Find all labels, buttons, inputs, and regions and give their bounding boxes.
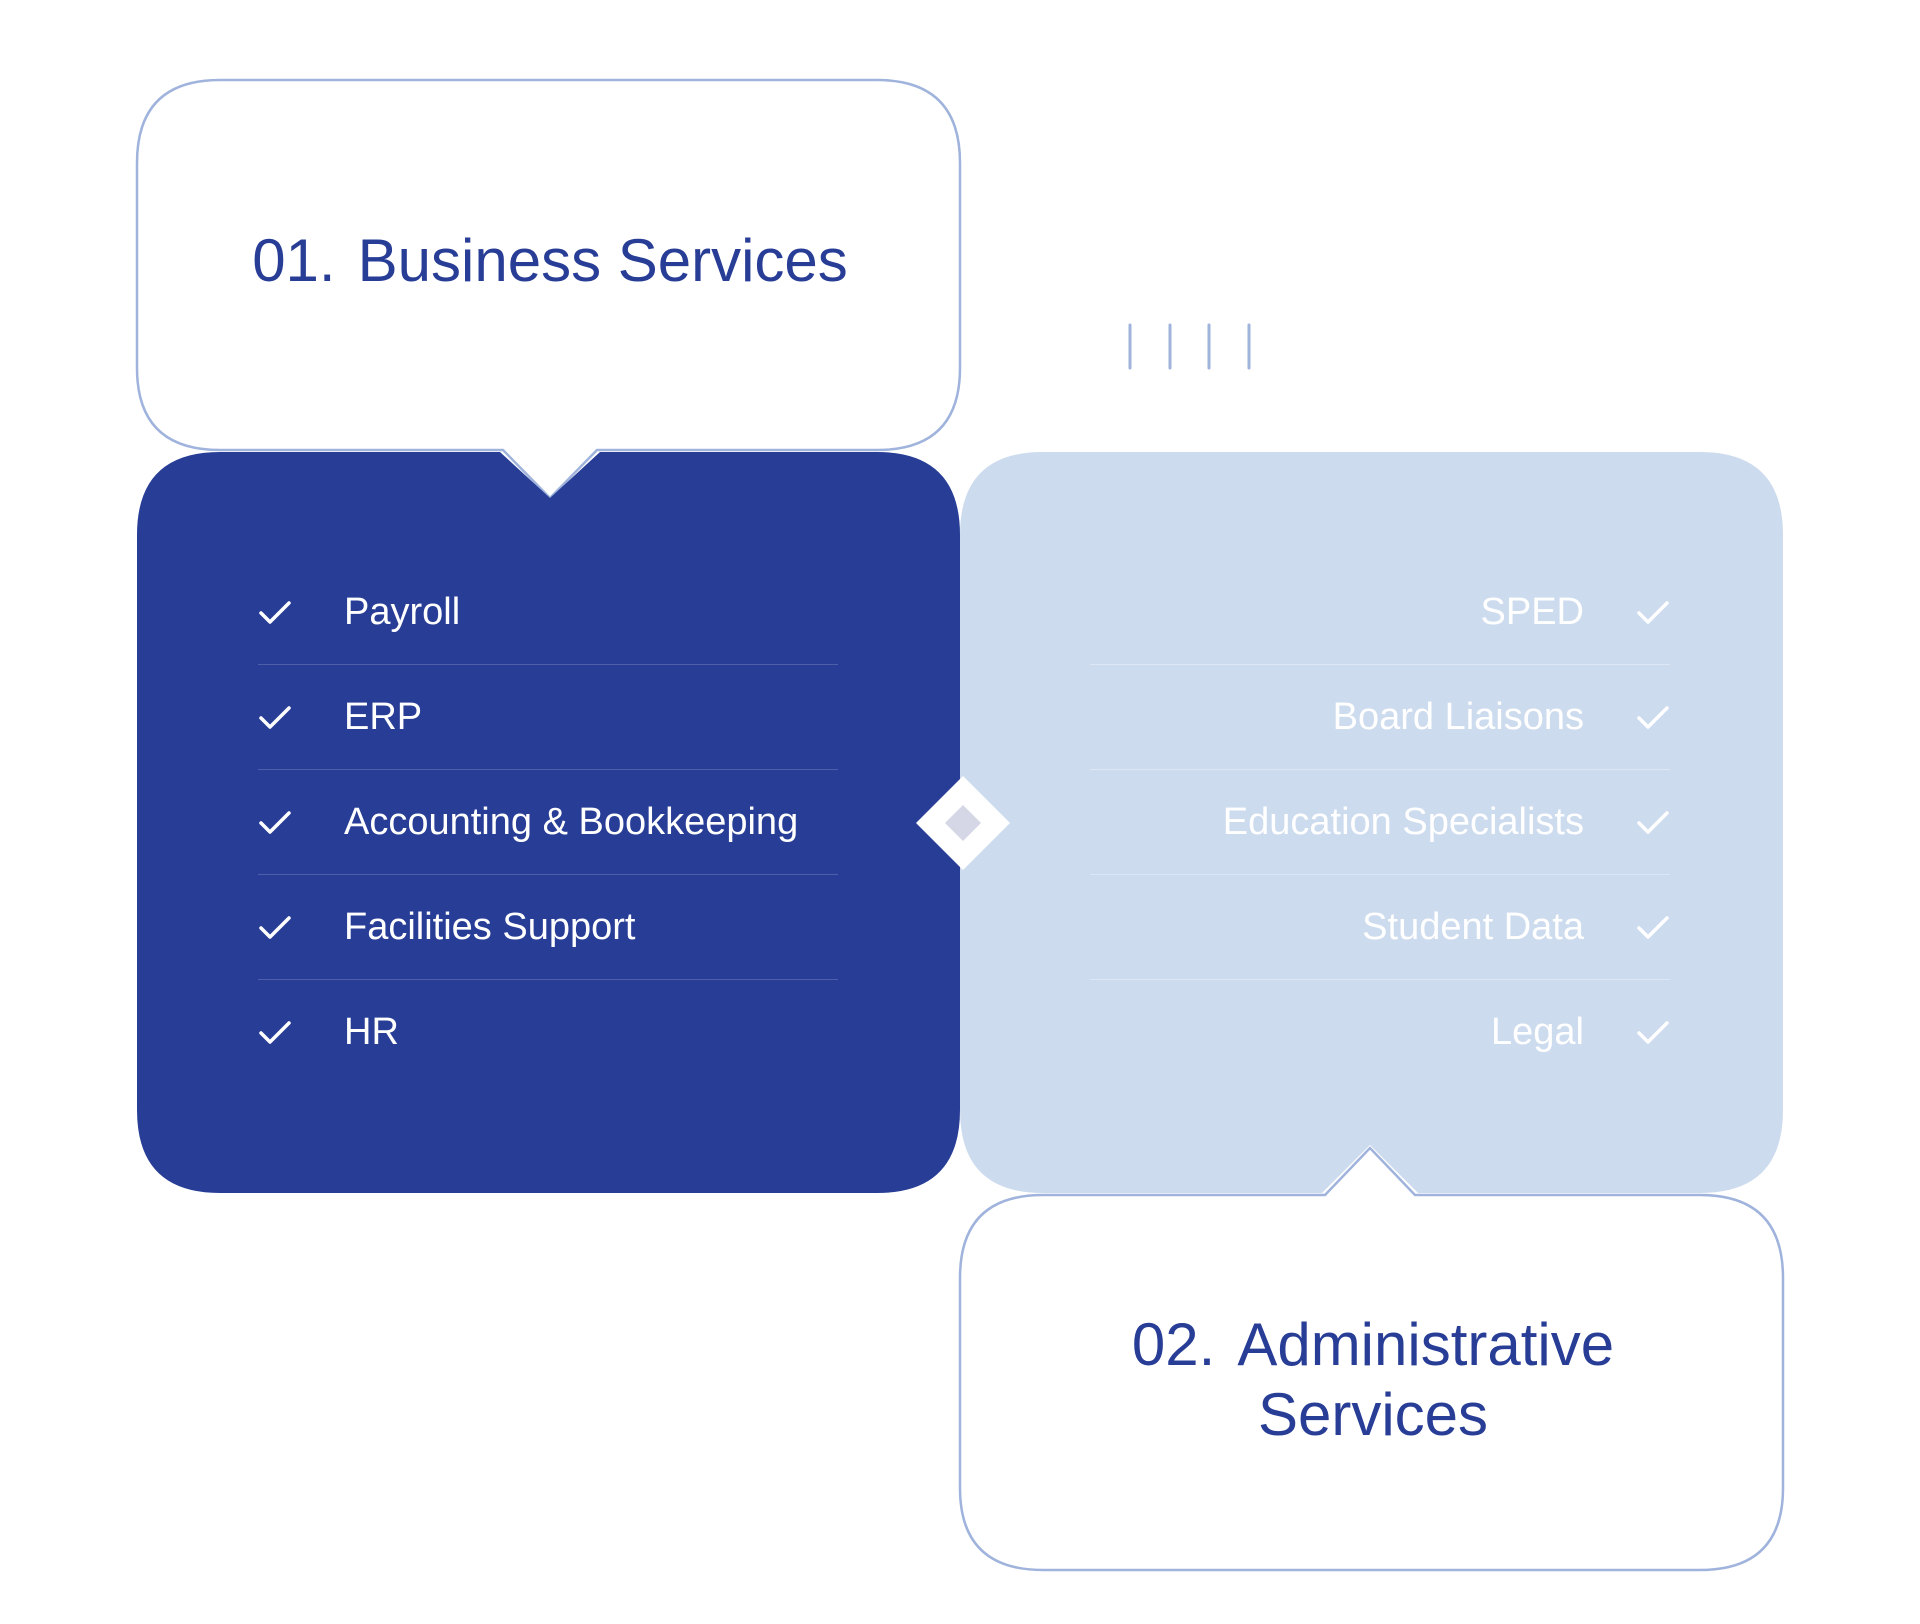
administrative-services-title: 02. Administrative Services <box>960 1310 1786 1450</box>
business-services-title: 01. Business Services <box>137 226 963 296</box>
administrative-services-list: SPED Board Liaisons Education Specialist… <box>1090 560 1670 1085</box>
list-item-label: SPED <box>1480 591 1584 633</box>
checkmark-icon <box>259 600 291 624</box>
checkmark-icon <box>259 1020 291 1044</box>
list-item-label: Accounting & Bookkeeping <box>344 801 799 843</box>
administrative-title-line1: Administrative <box>1237 1311 1615 1378</box>
list-item: Payroll <box>258 560 838 665</box>
checkmark-icon <box>1637 705 1669 729</box>
list-item-label: Education Specialists <box>1222 801 1584 843</box>
list-item-label: Facilities Support <box>344 906 636 948</box>
business-title-text: Business Services <box>357 227 848 294</box>
list-item: Board Liaisons <box>1090 665 1670 770</box>
list-item: Accounting & Bookkeeping <box>258 770 838 875</box>
checkmark-icon <box>259 915 291 939</box>
diamond-connector-icon <box>916 776 1010 870</box>
list-item-label: Student Data <box>1362 906 1584 948</box>
list-item-label: HR <box>344 1011 399 1053</box>
list-item: Legal <box>1090 980 1670 1085</box>
list-item-label: ERP <box>344 696 423 738</box>
checkmark-icon <box>1637 810 1669 834</box>
business-panel <box>137 452 960 1193</box>
checkmark-icon <box>259 705 291 729</box>
list-item: ERP <box>258 665 838 770</box>
administrative-number: 02. <box>1131 1311 1216 1378</box>
checkmark-icon <box>1637 915 1669 939</box>
list-item: SPED <box>1090 560 1670 665</box>
list-item-label: Board Liaisons <box>1332 696 1584 738</box>
checkmark-icon <box>1637 1020 1669 1044</box>
list-item: Facilities Support <box>258 875 838 980</box>
administrative-panel <box>960 452 1783 1193</box>
checkmark-icon <box>259 810 291 834</box>
business-number: 01. <box>252 227 336 294</box>
business-services-list: Payroll ERP Accounting & Bookkeeping Fac… <box>258 560 838 1085</box>
list-item-label: Legal <box>1491 1011 1584 1053</box>
checkmark-icon <box>1637 600 1669 624</box>
list-item: HR <box>258 980 838 1085</box>
list-item-label: Payroll <box>344 591 461 633</box>
administrative-header-box <box>958 1146 1785 1572</box>
administrative-title-line2: Services <box>1257 1381 1489 1448</box>
list-item: Student Data <box>1090 875 1670 980</box>
vertical-lines-decoration <box>1128 323 1251 370</box>
list-item: Education Specialists <box>1090 770 1670 875</box>
